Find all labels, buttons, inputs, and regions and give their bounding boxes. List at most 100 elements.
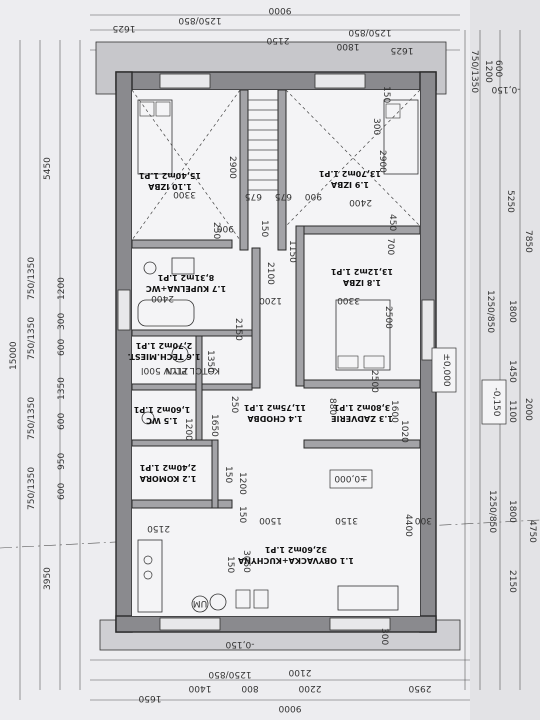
svg-text:1250/850: 1250/850 xyxy=(178,15,221,25)
dims-top: 9000 1250/850 1625 2150 1800 1250/850 16… xyxy=(113,5,414,55)
room-label-zadverie: 1.3 ZADVERIE 3,80m2 1.P1 xyxy=(331,403,393,423)
um-label: UM xyxy=(193,598,207,608)
room-diagonals xyxy=(131,89,421,241)
kitchen-counter xyxy=(137,539,163,613)
svg-text:750/1350: 750/1350 xyxy=(469,50,479,93)
svg-text:1250/850: 1250/850 xyxy=(487,490,497,533)
svg-text:150: 150 xyxy=(237,506,247,523)
svg-text:1625: 1625 xyxy=(391,45,414,55)
svg-text:3300: 3300 xyxy=(337,295,360,305)
um-icon xyxy=(191,595,209,613)
svg-text:250: 250 xyxy=(211,222,221,239)
svg-text:2200: 2200 xyxy=(298,683,321,693)
svg-text:2,70m2 1.P1: 2,70m2 1.P1 xyxy=(135,341,192,350)
svg-text:2100: 2100 xyxy=(265,262,275,285)
level-markers: ±0,000 -0,150 ±0,000 -0,150 -0,150 xyxy=(225,84,520,649)
svg-text:2150: 2150 xyxy=(507,570,517,593)
svg-text:1450: 1450 xyxy=(507,360,517,383)
svg-text:1200: 1200 xyxy=(259,295,282,305)
svg-text:1.2 KOMORA: 1.2 KOMORA xyxy=(139,474,197,483)
svg-text:150: 150 xyxy=(223,466,233,483)
svg-text:1650: 1650 xyxy=(138,693,161,703)
svg-text:±0,000: ±0,000 xyxy=(441,353,451,387)
room-label-chodba: 1.4 CHODBA 11,75m2 1.P1 xyxy=(244,403,306,423)
bathtub-icon xyxy=(137,299,195,327)
svg-text:1350: 1350 xyxy=(205,350,215,373)
svg-text:1250/850: 1250/850 xyxy=(208,669,251,679)
svg-text:750/1350: 750/1350 xyxy=(27,397,37,440)
svg-text:250: 250 xyxy=(229,396,239,413)
svg-text:1.6 TECH.MIEST.: 1.6 TECH.MIEST. xyxy=(128,352,201,361)
svg-text:900: 900 xyxy=(305,191,322,201)
svg-text:700: 700 xyxy=(385,238,395,255)
svg-text:KOTOL PLYN: KOTOL PLYN xyxy=(166,365,220,375)
svg-text:300: 300 xyxy=(57,313,67,330)
svg-text:3300: 3300 xyxy=(173,189,196,199)
svg-text:1.10 IZBA: 1.10 IZBA xyxy=(147,182,191,191)
bed-icon xyxy=(383,99,419,175)
windows xyxy=(117,73,435,631)
svg-text:2400: 2400 xyxy=(349,197,372,207)
svg-text:-0,150: -0,150 xyxy=(491,84,520,94)
svg-text:1,60m2 1.P1: 1,60m2 1.P1 xyxy=(133,405,190,414)
svg-text:1100: 1100 xyxy=(507,400,517,423)
svg-text:1150: 1150 xyxy=(287,240,297,263)
chair-icon xyxy=(253,589,269,609)
svg-text:1200: 1200 xyxy=(57,277,67,300)
svg-text:1.5 WC: 1.5 WC xyxy=(146,416,178,425)
svg-text:300: 300 xyxy=(379,628,389,645)
svg-text:450: 450 xyxy=(387,214,397,231)
dims-bottom: 2100 2200 2950 1250/850 800 1400 1650 90… xyxy=(138,667,431,713)
svg-text:9000: 9000 xyxy=(278,703,301,713)
interior-walls xyxy=(131,89,421,509)
svg-text:5250: 5250 xyxy=(505,190,515,213)
svg-text:2150: 2150 xyxy=(266,35,289,45)
bed-icon xyxy=(335,299,391,371)
svg-text:750/1350: 750/1350 xyxy=(27,257,37,300)
svg-text:1800: 1800 xyxy=(507,500,517,523)
room-label-izba-110: 1.10 IZBA 15,40m2 1.P1 xyxy=(139,171,201,191)
svg-text:32,60m2 1.P1: 32,60m2 1.P1 xyxy=(265,545,327,554)
svg-text:900: 900 xyxy=(217,223,234,233)
room-label-tech: 1.6 TECH.MIEST. 2,70m2 1.P1 xyxy=(128,341,201,361)
svg-text:1.9 IZBA: 1.9 IZBA xyxy=(330,180,369,189)
svg-text:3,80m2 1.P1: 3,80m2 1.P1 xyxy=(333,403,390,412)
svg-text:-0,150: -0,150 xyxy=(491,387,501,416)
svg-text:1.1 OBYVACKA+KUCHYNA: 1.1 OBYVACKA+KUCHYNA xyxy=(237,556,354,565)
svg-text:1.3 ZADVERIE: 1.3 ZADVERIE xyxy=(331,414,393,423)
svg-text:9000: 9000 xyxy=(268,5,291,15)
svg-text:7850: 7850 xyxy=(523,230,533,253)
room-label-komora: 1.2 KOMORA 2,40m2 1.P1 xyxy=(139,463,197,483)
svg-text:4400: 4400 xyxy=(403,514,413,537)
svg-text:2950: 2950 xyxy=(408,683,431,693)
svg-text:1200: 1200 xyxy=(183,418,193,441)
svg-text:1800: 1800 xyxy=(336,41,359,51)
svg-text:600: 600 xyxy=(57,339,67,356)
room-label-kupelna: 1.7 KUPELNA+WC 8,31m2 1.P1 xyxy=(146,273,226,293)
stove-icon xyxy=(143,555,153,565)
svg-text:150: 150 xyxy=(381,86,391,103)
svg-text:15000: 15000 xyxy=(9,341,19,370)
svg-text:2150: 2150 xyxy=(233,318,243,341)
svg-text:1200: 1200 xyxy=(483,60,493,83)
dims-left: 5450 1200 300 600 1350 750/1350 750/1350… xyxy=(9,157,67,590)
svg-text:3050: 3050 xyxy=(241,550,251,573)
water-heater-icon xyxy=(171,345,189,363)
svg-text:8,31m2 1.P1: 8,31m2 1.P1 xyxy=(157,273,214,282)
dims-inner: 2900 3300 250 900 675 150 675 900 2400 4… xyxy=(147,86,432,645)
svg-text:750/1350: 750/1350 xyxy=(27,467,37,510)
svg-text:1020: 1020 xyxy=(399,420,409,443)
svg-text:2000: 2000 xyxy=(523,398,533,421)
svg-text:15,40m2 1.P1: 15,40m2 1.P1 xyxy=(139,171,201,180)
dims-right: 750/1350 1200 600 5250 7850 1250/850 180… xyxy=(469,50,537,593)
chair-icon xyxy=(235,589,251,609)
svg-text:13,70m2 1.P1: 13,70m2 1.P1 xyxy=(319,169,381,178)
bed-icon xyxy=(137,99,173,175)
sink-icon xyxy=(171,257,195,275)
stove-icon xyxy=(143,570,153,580)
svg-text:3150: 3150 xyxy=(335,515,358,525)
room-label-obyvacka: 1.1 OBYVACKA+KUCHYNA 32,60m2 1.P1 xyxy=(237,545,354,565)
svg-text:2100: 2100 xyxy=(288,667,311,677)
svg-text:600: 600 xyxy=(57,413,67,430)
svg-text:13,12m2 1.P1: 13,12m2 1.P1 xyxy=(331,267,393,276)
